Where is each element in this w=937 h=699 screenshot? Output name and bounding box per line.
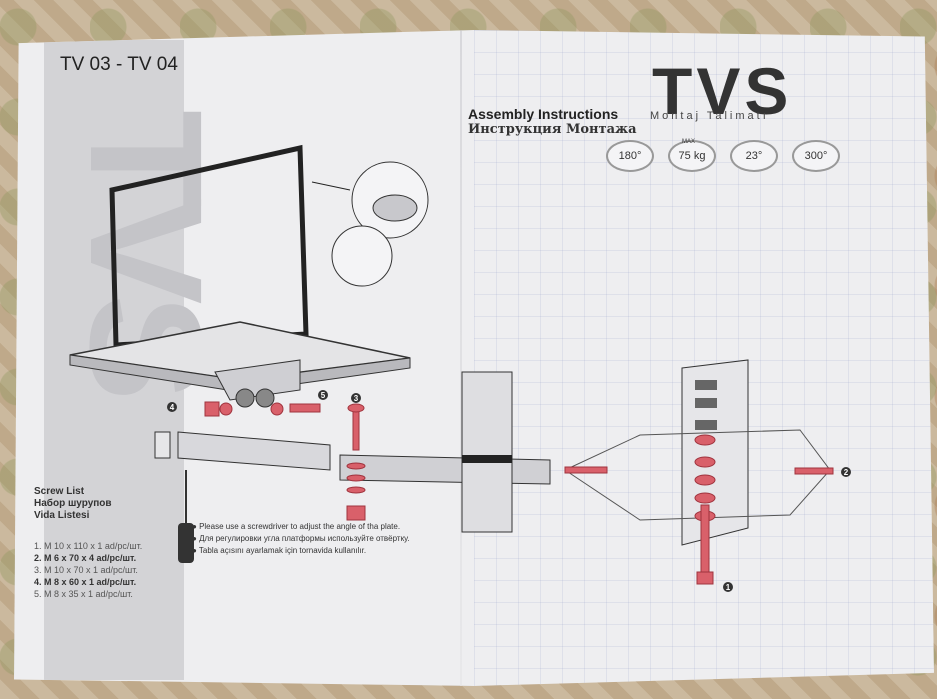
callout-4: 4 [170,403,175,412]
screw-list-title: Screw List Набор шурупов Vida Listesi [34,486,112,522]
note-tr: ● Tabla açısını ayarlamak için tornavida… [192,546,367,555]
screwdriver-notes: ● Please use a screwdriver to adjust the… [192,521,410,557]
screw-list-title-tr: Vida Listesi [34,510,90,521]
screw-item: 3. M 10 x 70 x 1 ad/pc/шт. [34,565,138,575]
assembly-title-tr: Montaj Talimatı [650,110,769,122]
swivel-badge: 300° [792,140,840,172]
screw-item: 5. M 8 x 35 x 1 ad/pc/шт. [34,589,133,599]
hinge-block [214,359,301,401]
assembly-title-ru: Инструкция Монтажа [468,122,637,137]
screwdriver-handle [178,523,194,563]
vertical-post [461,371,513,533]
callout-3: 3 [354,394,359,403]
screw-list-title-ru: Набор шурупов [34,498,112,509]
screw-list: 1. M 10 x 110 x 1 ad/pc/шт. 2. M 6 x 70 … [34,540,142,600]
hinge-knuckle [255,388,275,408]
hinge-knuckle [235,388,255,408]
note-ru: ● Для регулировки угла платформы использ… [192,534,410,543]
callout-1: 1 [726,583,731,592]
tv-frame [109,144,309,348]
screw-item: 4. M 8 x 60 x 1 ad/pc/шт. [34,577,137,587]
red-hardware [204,401,834,585]
screw-item: 2. M 6 x 70 x 4 ad/pc/шт. [34,553,137,563]
arm-left [177,431,331,471]
detail-circle-bottom [331,225,393,287]
tilt-badge: 23° [730,140,778,172]
assembly-title: Assembly Instructions [468,106,619,122]
rotation-badge: 180° [606,140,654,172]
model-title: TV 03 - TV 04 [60,54,178,75]
screw-list-title-en: Screw List [34,486,85,497]
center-fold [460,30,462,686]
screw-item: 1. M 10 x 110 x 1 ad/pc/шт. [34,541,143,551]
callout-2: 2 [844,468,849,477]
leader-line [311,181,351,191]
note-en: ● Please use a screwdriver to adjust the… [192,522,401,531]
brand-logo: TVS [652,54,793,128]
instruction-sheet: TVS [14,30,934,686]
callout-5: 5 [321,391,326,400]
arm-right [339,454,551,485]
